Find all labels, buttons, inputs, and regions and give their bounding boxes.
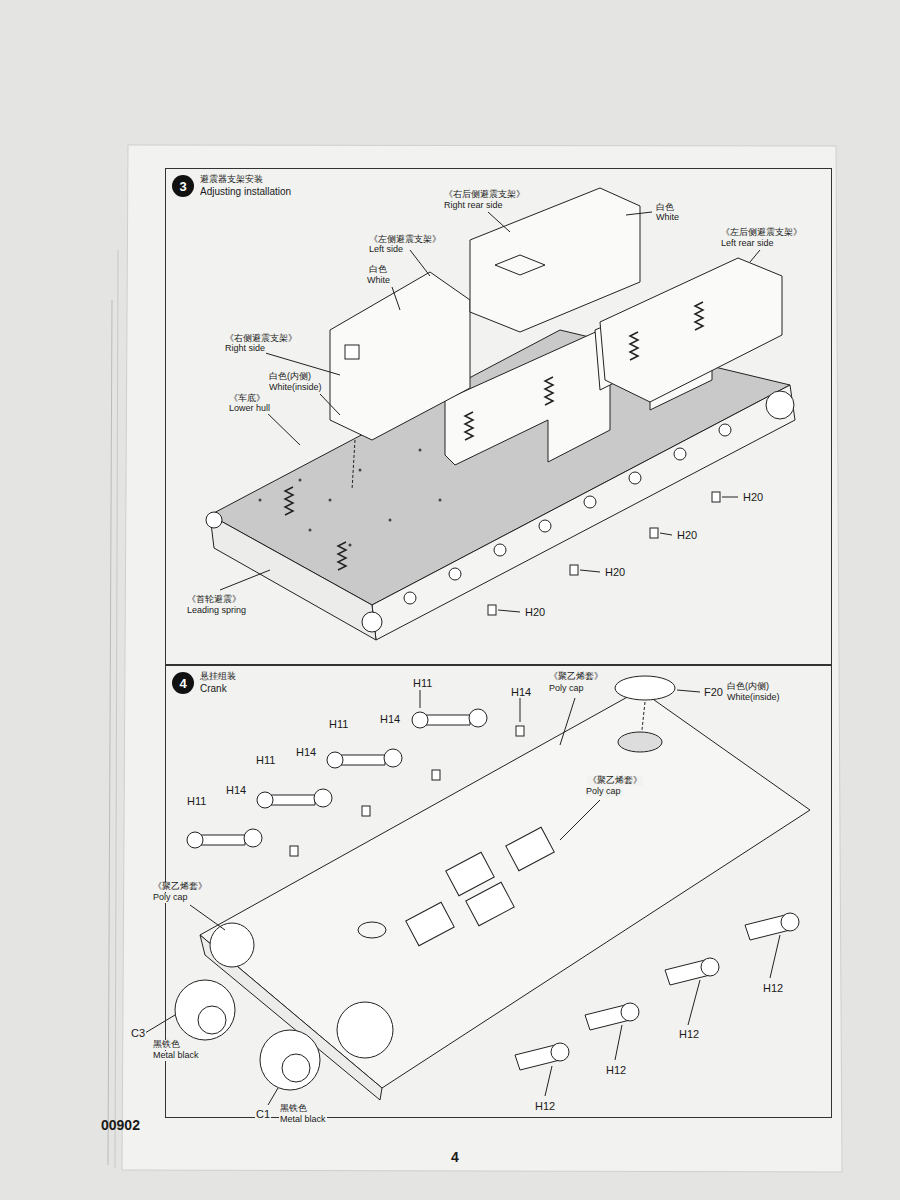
part-number: F20 [703,686,724,698]
part-label: White [655,213,680,223]
part-label: 《聚乙烯套》 [548,672,604,682]
part-label: 黑铁色 [279,1104,308,1114]
step-number: 4 [172,672,194,694]
part-label: White(inside) [268,383,323,393]
part-label: 白色(内侧) [726,682,770,692]
part-label: Right rear side [443,201,504,211]
part-label: Poly cap [548,684,585,694]
part-number: H20 [742,491,764,503]
step-title-en: Crank [200,683,227,694]
part-number: H14 [295,746,317,758]
part-label: Left side [368,245,404,255]
part-number: C3 [130,1027,146,1039]
part-number: H12 [534,1100,556,1112]
step3-drawing [206,188,795,640]
step-panel: 悬挂组装Crank 4 [165,665,832,1118]
step-title-cn: 避震器支架安装 [200,175,263,185]
part-label: 白色 [368,265,388,275]
part-label: 《车底》 [228,394,266,404]
part-number: H11 [412,677,433,689]
part-number: H20 [524,606,546,618]
part-number: H20 [604,566,626,578]
part-label: 《聚乙烯套》 [152,882,208,892]
part-number: H11 [328,718,349,730]
part-label: White [366,276,391,286]
part-label: Metal black [152,1051,200,1061]
part-number: H12 [605,1064,627,1076]
part-number: H20 [676,529,698,541]
part-label: 黑铁色 [152,1040,181,1050]
paper-edge [108,300,112,1165]
part-label: 《左侧避震支架》 [368,235,442,245]
part-label: 《聚乙烯套》 [587,776,643,786]
part-number: H11 [255,754,276,766]
part-label: 《右后侧避震支架》 [443,190,526,200]
step-number-text: 4 [179,676,186,691]
part-number: H12 [678,1028,700,1040]
part-number: H14 [510,686,532,698]
part-number: H14 [379,713,401,725]
page-number: 4 [450,1150,460,1165]
step-title-cn: 悬挂组装 [200,672,236,682]
step-number: 3 [172,175,194,197]
paper-sheet [122,145,842,1172]
paper-edge [115,250,118,1168]
part-label: Leading spring [186,606,247,616]
step-title-en: Adjusting installation [200,186,291,197]
part-number: C1 [255,1108,271,1120]
part-label: Metal black [279,1115,327,1125]
step-number-text: 3 [179,179,186,194]
part-label: White(inside) [726,693,781,703]
part-number: H12 [762,982,784,994]
part-label: 《左后侧避震支架》 [720,228,803,238]
page-number: 00902 [100,1118,141,1133]
part-label: 《首轮避震》 [186,595,242,605]
step4-drawing [145,676,810,1105]
part-label: Poly cap [585,787,622,797]
part-label: Right side [224,344,266,354]
part-number: H11 [186,795,207,807]
part-label: 《右侧避震支架》 [224,334,298,344]
part-label: Left rear side [720,239,775,249]
part-number: H14 [225,784,247,796]
part-label: 白色(内侧) [268,372,312,382]
part-label: Poly cap [152,893,189,903]
part-label: 白色 [655,203,675,213]
part-label: Lower hull [228,404,271,414]
